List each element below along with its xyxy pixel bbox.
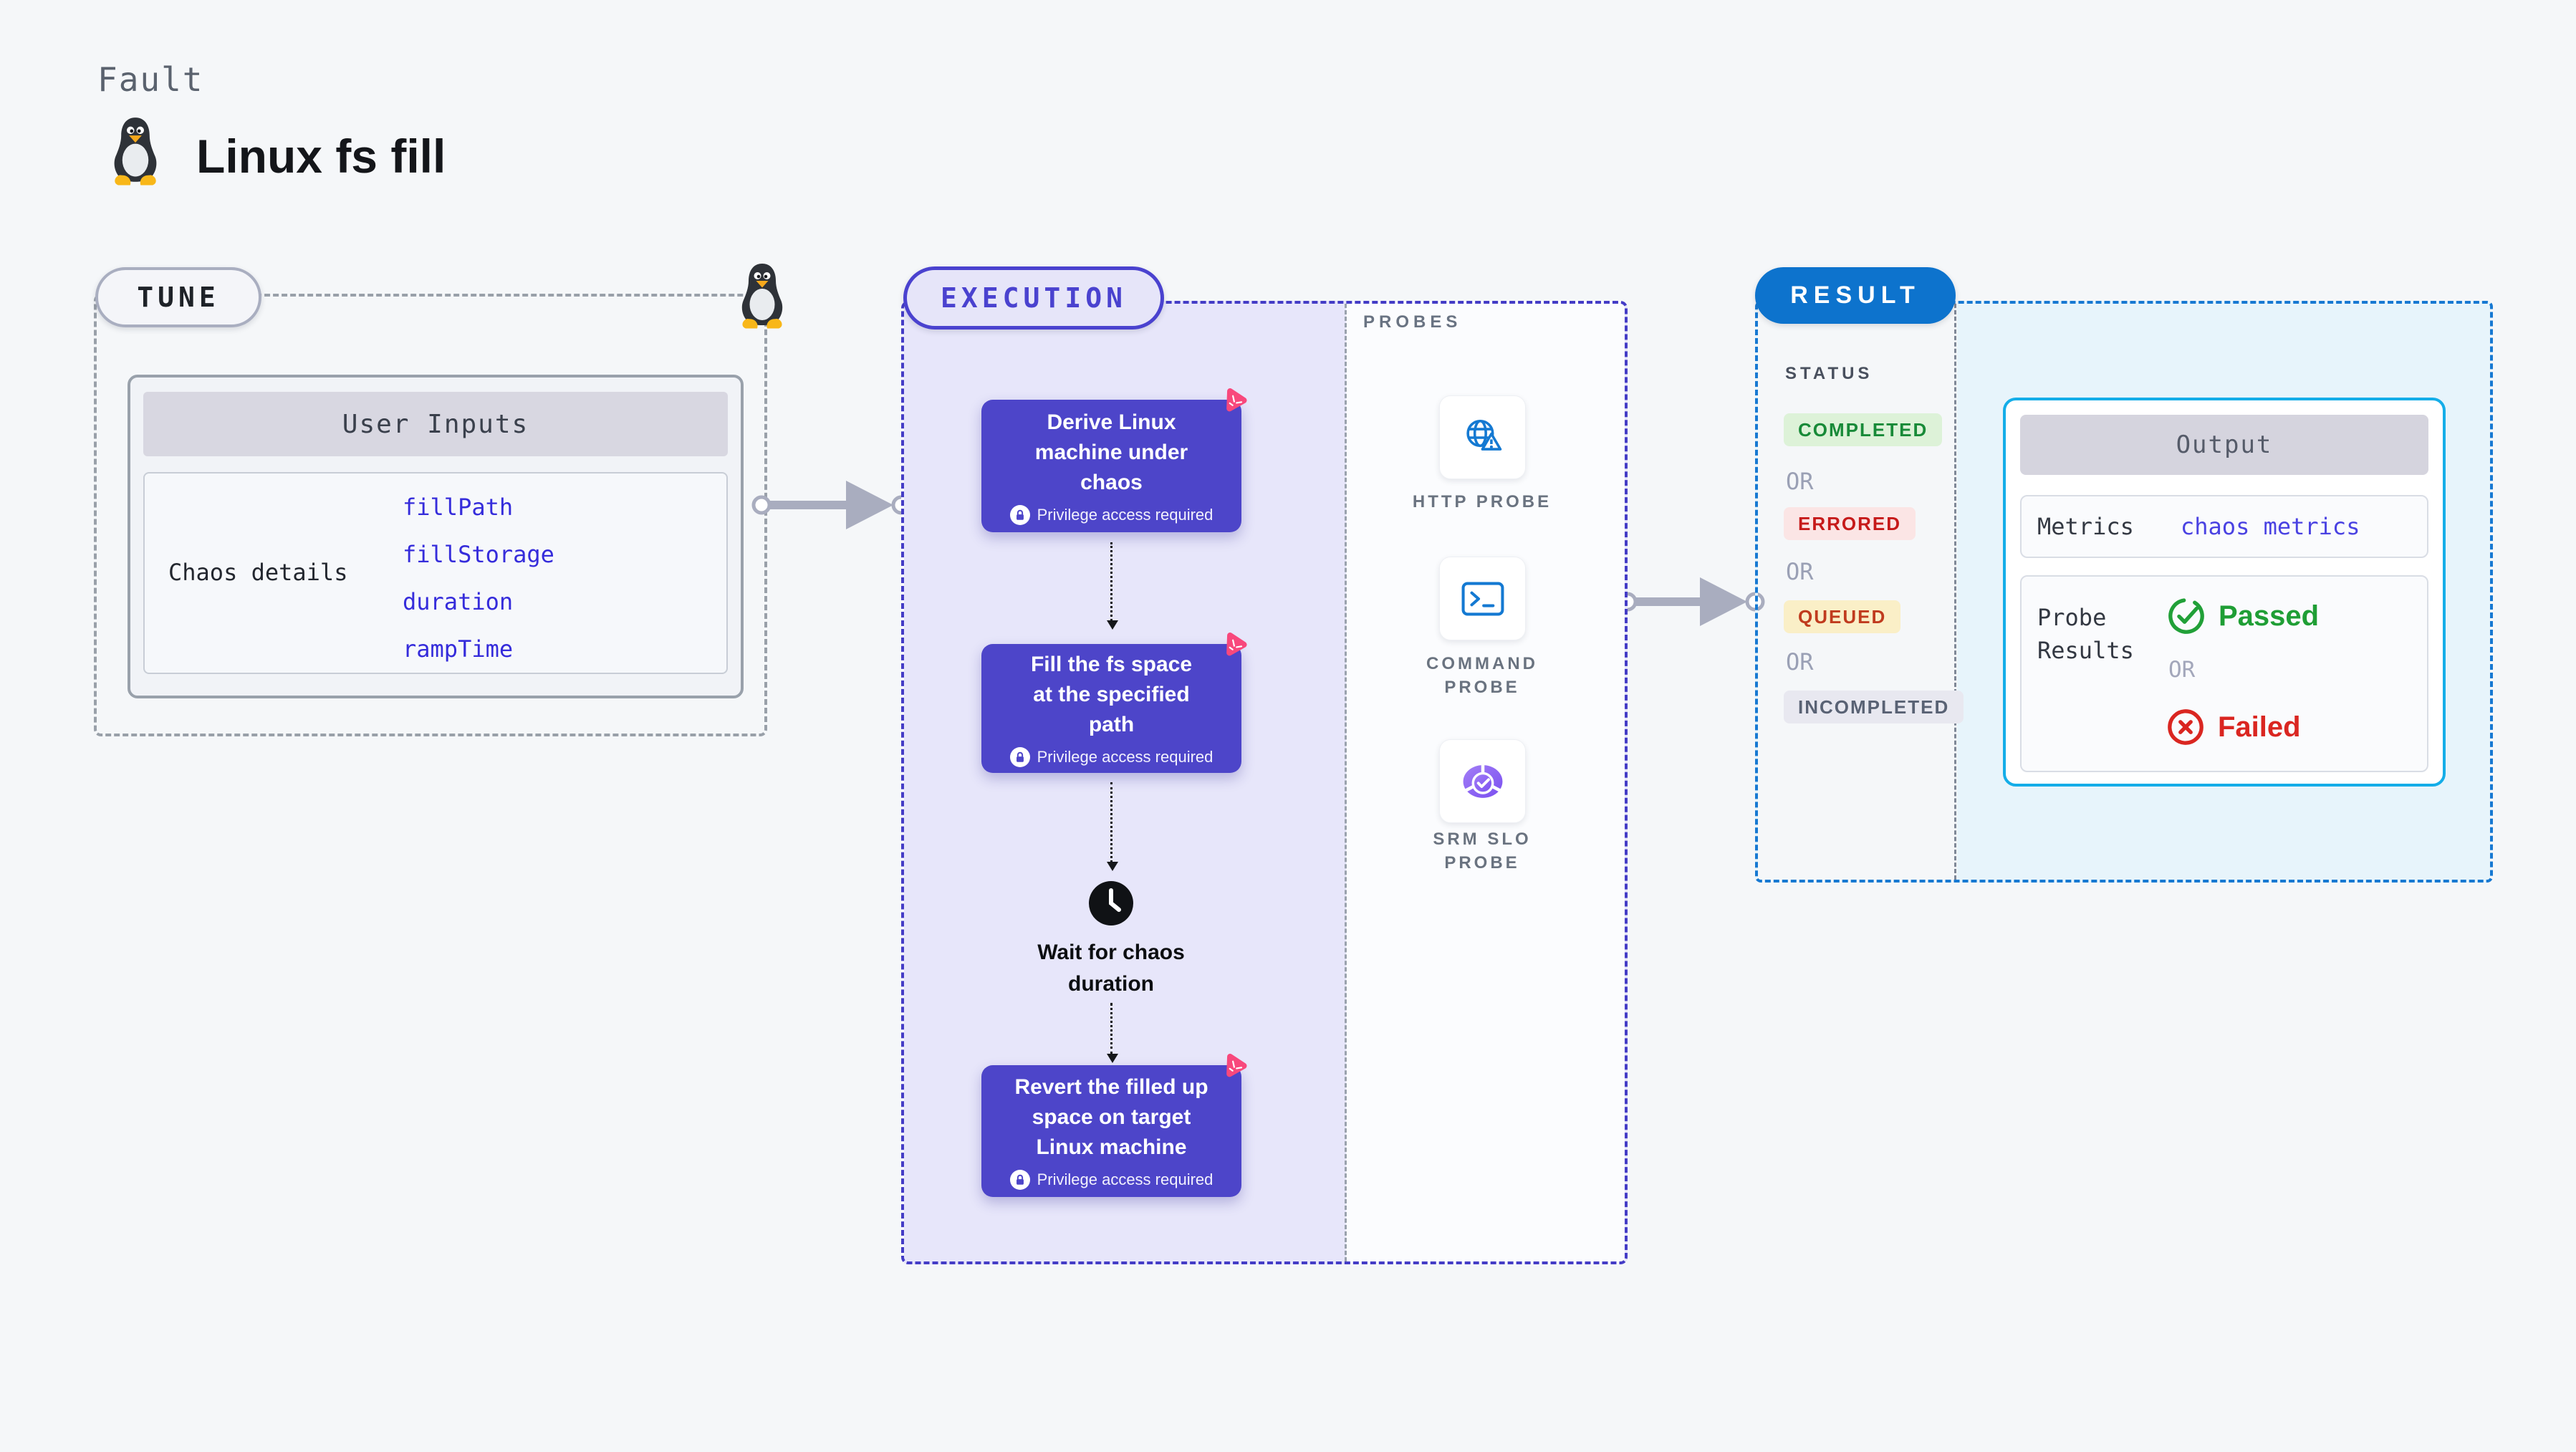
status-badge-queued: QUEUED <box>1784 600 1901 633</box>
chaos-details-label: Chaos details <box>168 559 348 586</box>
command-probe-label: COMMAND PROBE <box>1426 654 1538 697</box>
privilege-row: Privilege access required <box>1009 504 1213 525</box>
output-card: Output Metrics chaos metrics Probe Resul… <box>2003 398 2446 787</box>
execution-probes-divider <box>1345 304 1347 1261</box>
metrics-label: Metrics <box>2037 513 2134 540</box>
srm-slo-probe-label: SRM SLO PROBE <box>1433 830 1532 872</box>
clock-icon <box>1089 881 1133 925</box>
metrics-row: Metrics chaos metrics <box>2020 495 2428 558</box>
command-probe-card <box>1439 557 1526 640</box>
privilege-note: Privilege access required <box>1037 1170 1213 1188</box>
status-badge-completed: COMPLETED <box>1784 413 1943 446</box>
tune-to-execution-arrow-icon <box>751 481 911 529</box>
step-title: Fill the fs space at the specified path <box>1030 653 1193 736</box>
wait-step-label: Wait for chaos duration <box>1037 941 1185 996</box>
flow-connector <box>1106 782 1118 871</box>
tune-badge: TUNE <box>95 267 261 327</box>
privilege-row: Privilege access required <box>1009 747 1213 767</box>
param-fillpath: fillPath <box>403 494 514 521</box>
or-separator: OR <box>1786 468 1814 495</box>
param-fillstorage: fillStorage <box>403 541 554 568</box>
user-inputs-card: User Inputs Chaos details fillPath fillS… <box>128 375 744 698</box>
param-ramptime: rampTime <box>403 635 514 663</box>
globe-alert-icon <box>1466 419 1501 451</box>
check-circle-icon <box>2168 598 2204 634</box>
metrics-value: chaos metrics <box>2181 513 2360 540</box>
chaos-fault-icon <box>1221 631 1249 660</box>
tune-section <box>94 294 767 736</box>
srm-slo-probe-card <box>1439 739 1526 823</box>
http-probe-label: HTTP PROBE <box>1412 492 1552 511</box>
step-fill-fs-space: Fill the fs space at the specified path … <box>981 644 1241 773</box>
output-header: Output <box>2020 415 2428 475</box>
fault-eyebrow-label: Fault <box>97 60 204 99</box>
flow-connector <box>1106 542 1118 630</box>
linux-tux-icon <box>114 117 157 186</box>
or-separator: OR <box>1786 558 1814 585</box>
probes-section-label: PROBES <box>1363 312 1462 332</box>
chaos-details-box: Chaos details fillPath fillStorage durat… <box>143 472 728 674</box>
slo-donut-icon <box>1463 763 1502 798</box>
x-circle-icon <box>2168 709 2203 745</box>
privilege-note: Privilege access required <box>1037 748 1213 766</box>
status-badge-incompleted: INCOMPLETED <box>1784 691 1964 723</box>
step-derive-machine: Derive Linux machine under chaos Privile… <box>981 400 1241 532</box>
lock-icon <box>1009 747 1030 767</box>
param-duration: duration <box>403 588 514 615</box>
failed-label: Failed <box>2218 711 2301 743</box>
passed-result: Passed <box>2167 597 2319 635</box>
lock-icon <box>1009 1170 1030 1190</box>
lock-icon <box>1009 504 1030 525</box>
execution-to-result-arrow-icon <box>1618 577 1765 626</box>
status-column-label: STATUS <box>1785 364 1873 383</box>
privilege-row: Privilege access required <box>1009 1170 1213 1190</box>
privilege-note: Privilege access required <box>1037 505 1213 524</box>
step-revert-space: Revert the filled up space on target Lin… <box>981 1065 1241 1197</box>
execution-badge: EXECUTION <box>903 266 1164 330</box>
status-output-divider <box>1954 304 1956 880</box>
terminal-icon <box>1461 582 1504 615</box>
linux-tux-corner-icon <box>741 264 783 329</box>
status-badge-errored: ERRORED <box>1784 507 1916 540</box>
or-separator: OR <box>1786 648 1814 675</box>
page-title: Linux fs fill <box>196 130 446 183</box>
or-separator: OR <box>2168 657 2196 683</box>
flow-connector <box>1106 1003 1118 1063</box>
user-inputs-header: User Inputs <box>143 392 728 456</box>
step-title: Derive Linux machine under chaos <box>1034 410 1188 494</box>
http-probe-card <box>1439 395 1526 479</box>
step-title: Revert the filled up space on target Lin… <box>1014 1075 1208 1159</box>
result-badge: RESULT <box>1755 267 1956 324</box>
passed-label: Passed <box>2219 600 2320 632</box>
failed-result: Failed <box>2166 708 2301 746</box>
probe-results-row: Probe Results Passed OR Failed <box>2020 575 2428 772</box>
chaos-fault-icon <box>1221 387 1249 415</box>
probe-results-label: Probe Results <box>2037 604 2134 664</box>
chaos-fault-icon <box>1221 1052 1249 1081</box>
